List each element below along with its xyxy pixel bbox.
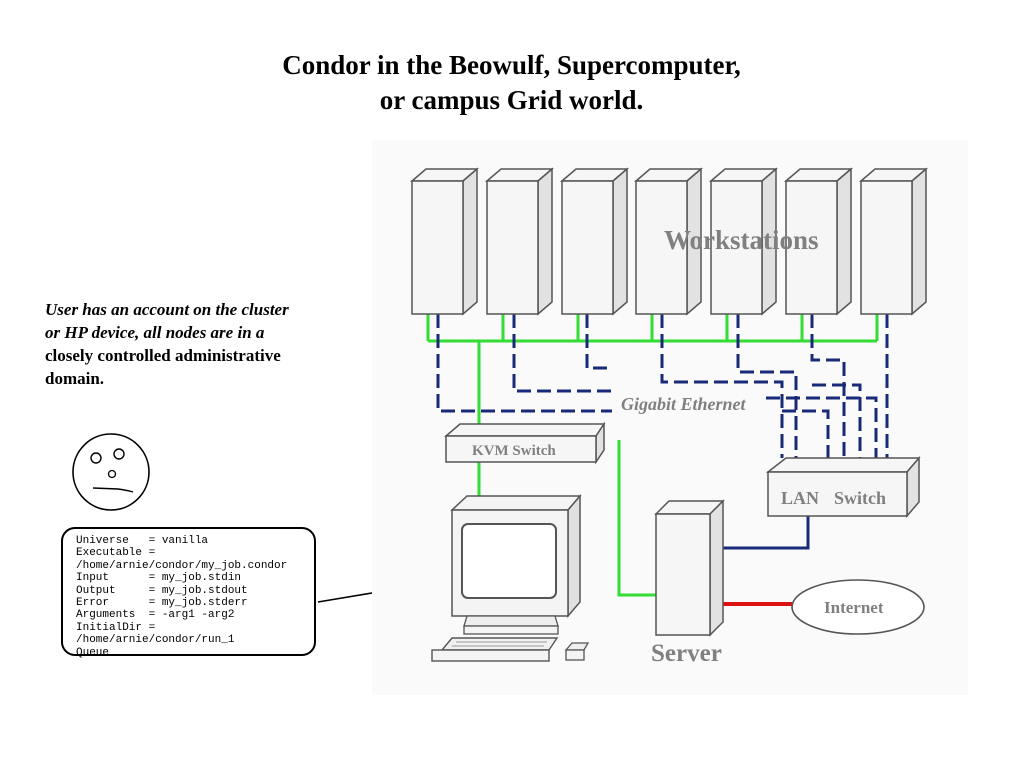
kvm-switch: KVM Switch xyxy=(443,421,606,465)
lan-label-2: Switch xyxy=(834,488,886,508)
blue-bundle-line xyxy=(812,383,862,458)
keyboard xyxy=(431,637,559,662)
blue-ws1-line xyxy=(436,314,612,413)
green-server-line xyxy=(617,440,656,597)
blue-ws6-line xyxy=(810,314,846,458)
blue-ws5-line xyxy=(736,314,798,458)
workstation-tower xyxy=(858,167,929,316)
user-face-icon xyxy=(72,433,150,511)
submit-file-box: Universe = vanilla Executable = /home/ar… xyxy=(61,527,316,659)
blue-bundle-line xyxy=(766,396,878,458)
blue-ws4-line xyxy=(660,314,784,458)
internet-cloud: Internet xyxy=(791,579,925,635)
blue-ws3-line xyxy=(585,314,612,370)
blue-bundle-line xyxy=(782,409,830,458)
blue-ws2-line xyxy=(512,314,612,393)
kvm-switch-label: KVM Switch xyxy=(472,443,556,459)
workstation-tower xyxy=(708,167,779,316)
workstation-tower xyxy=(409,167,480,316)
title-line-2: or campus Grid world. xyxy=(379,85,644,115)
monitor xyxy=(450,493,582,635)
workstation-towers xyxy=(409,167,929,316)
mouse xyxy=(564,642,590,661)
workstations-label: Workstations xyxy=(664,225,819,255)
server-label: Server xyxy=(651,640,722,667)
network-diagram: Workstations Gigabit Ethernet KVM Switch… xyxy=(372,140,968,695)
workstation-tower xyxy=(783,167,854,316)
gigabit-ethernet-label: Gigabit Ethernet xyxy=(621,394,747,414)
title-line-1: Condor in the Beowulf, Supercomputer, xyxy=(282,50,741,80)
submit-file-text: Universe = vanilla Executable = /home/ar… xyxy=(76,535,288,659)
network-links xyxy=(426,314,889,606)
internet-label: Internet xyxy=(824,598,884,617)
note-bold-text: closely controlled administrative domain… xyxy=(45,346,281,388)
workstation-tower xyxy=(559,167,630,316)
blue-server-lan-line xyxy=(723,516,810,550)
note-italic-text: User has an account on the cluster or HP… xyxy=(45,300,289,342)
lan-label-1: LAN xyxy=(781,488,819,508)
workstation-tower xyxy=(484,167,555,316)
workstation-tower xyxy=(633,167,704,316)
lan-switch: LAN Switch xyxy=(765,455,921,519)
account-note: User has an account on the cluster or HP… xyxy=(45,298,290,390)
server-tower: Server xyxy=(651,499,725,667)
slide-title: Condor in the Beowulf, Supercomputer, or… xyxy=(0,48,1023,118)
